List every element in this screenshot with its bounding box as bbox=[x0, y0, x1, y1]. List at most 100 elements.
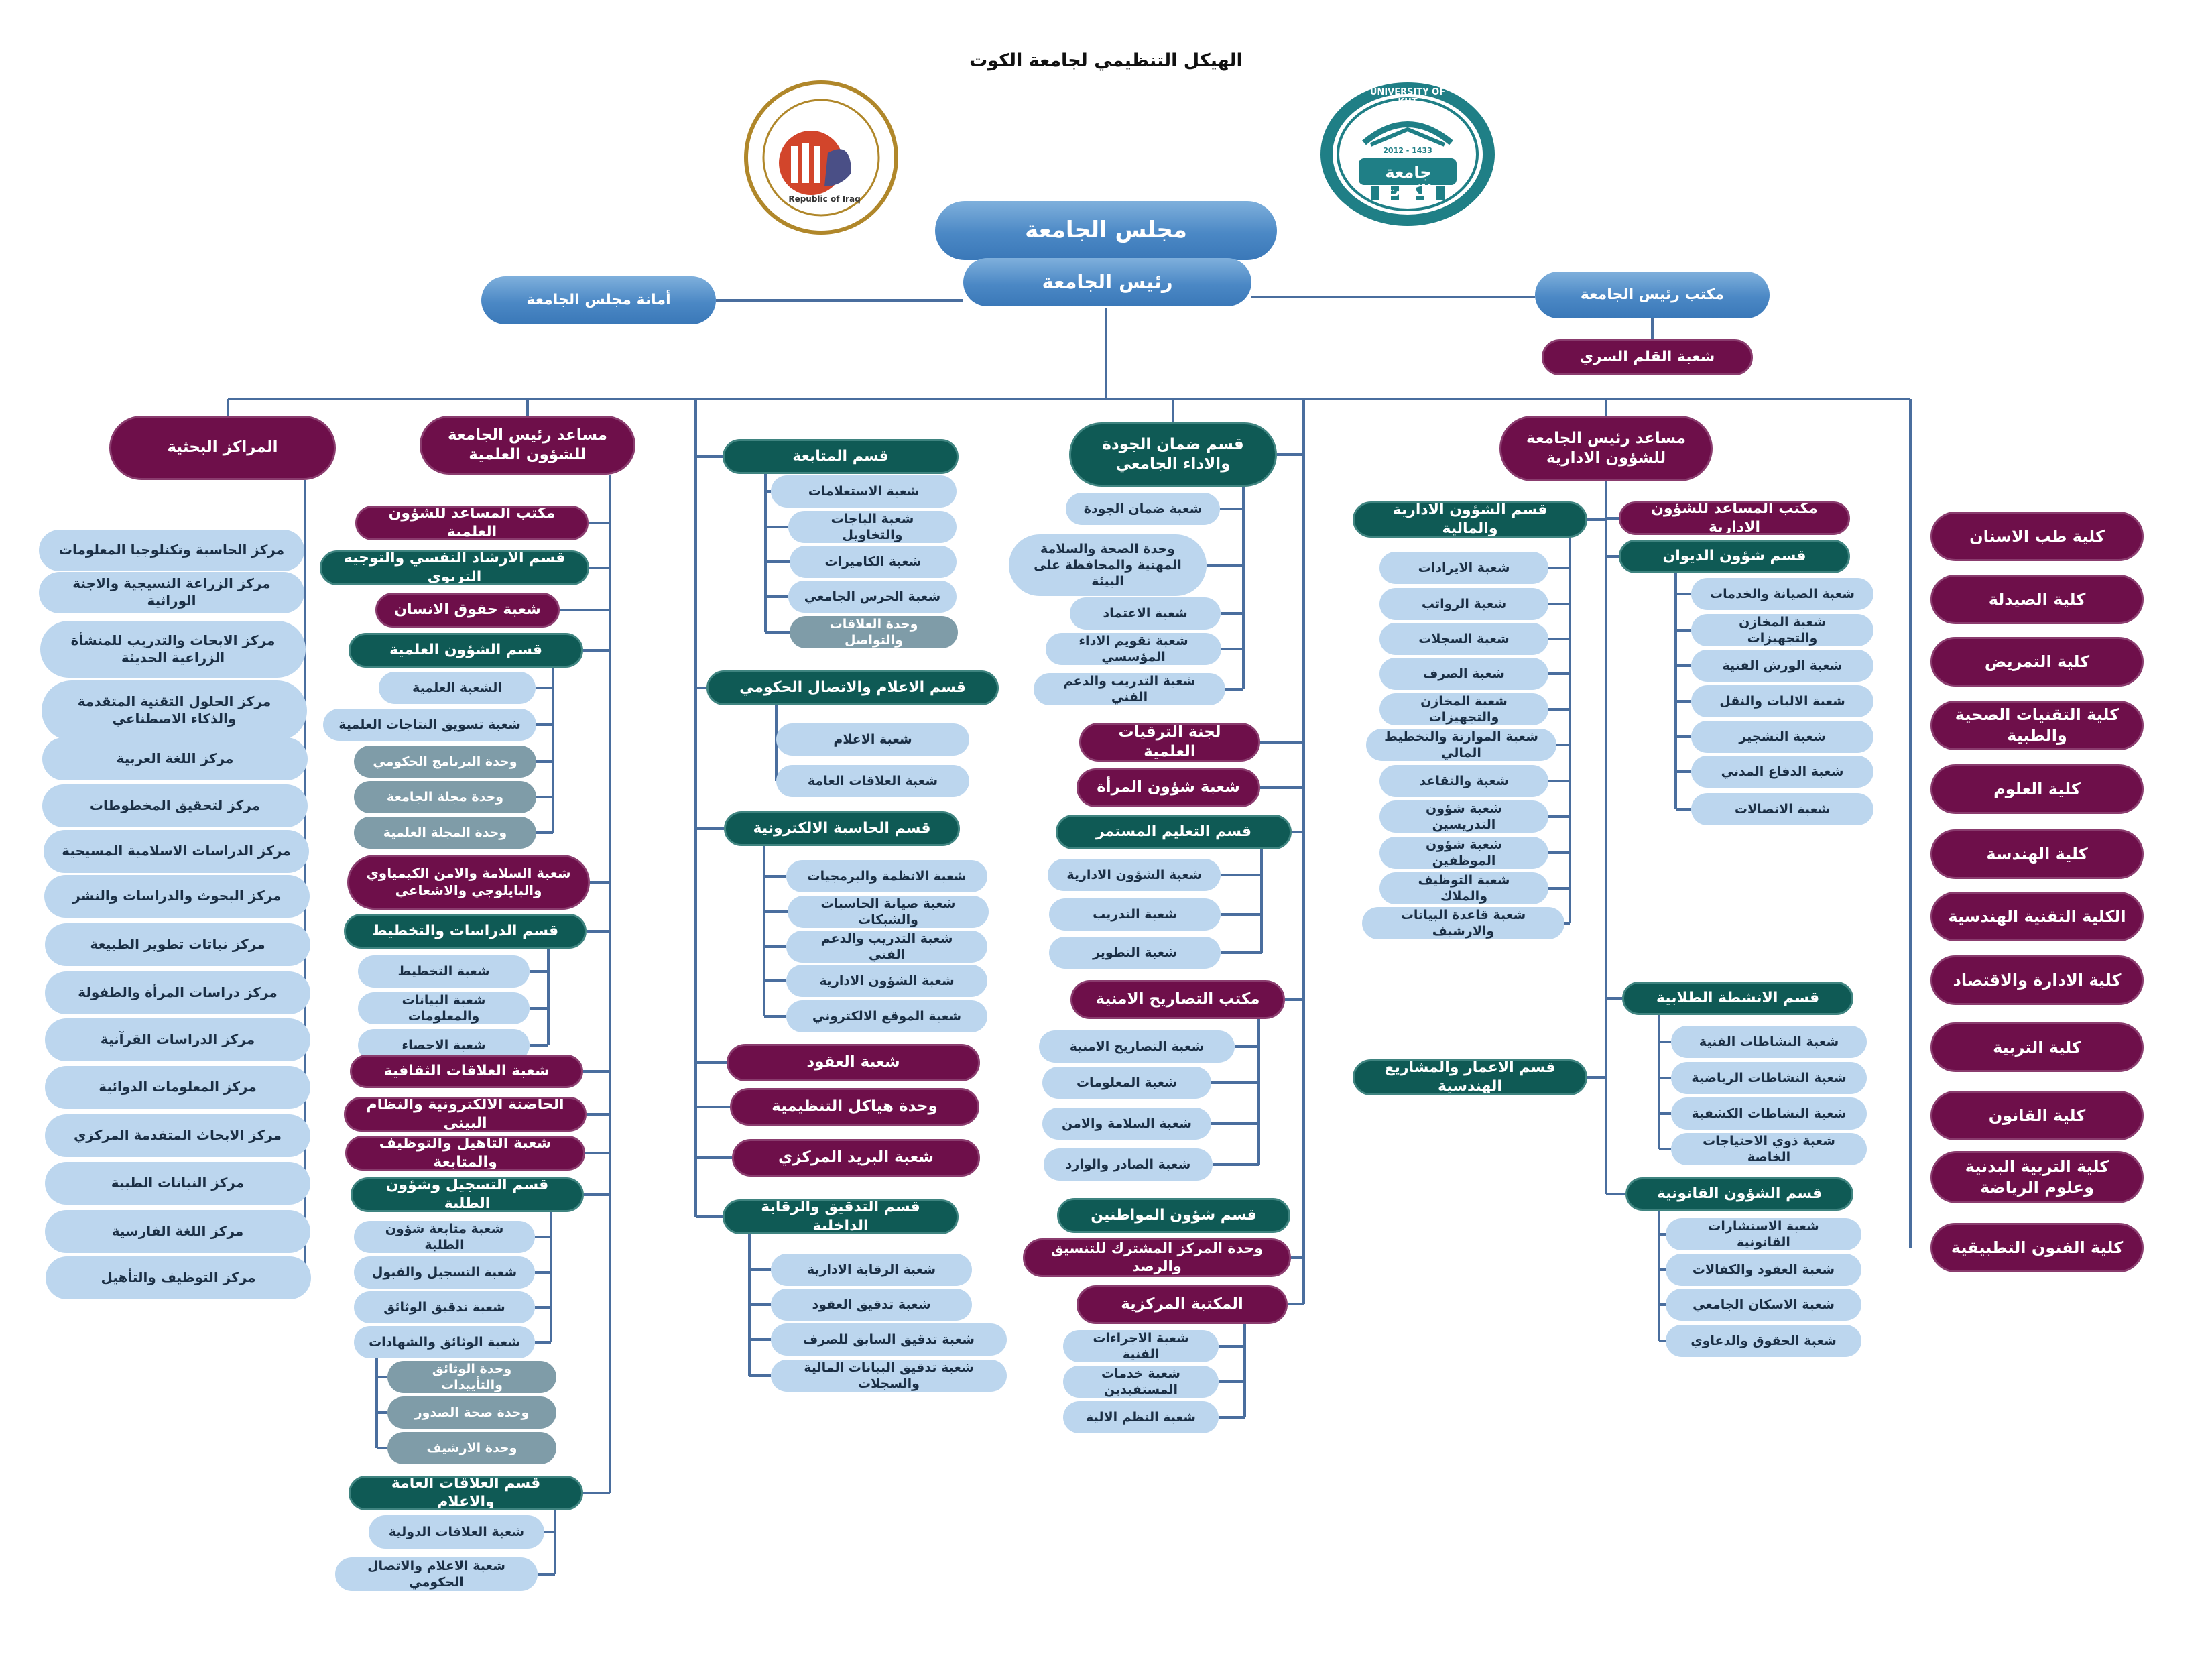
org-node-label: شعبة الحقوق والدعاوي bbox=[1691, 1333, 1837, 1348]
org-node-label: قسم الشؤون العلمية bbox=[389, 641, 543, 658]
org-node-label: شعبة السجلات bbox=[1418, 631, 1510, 646]
org-node-label: وحدة هياكل التنظيمية bbox=[772, 1097, 938, 1116]
org-node-label: المراكز البحثية bbox=[167, 438, 278, 457]
org-node-label: مساعد رئيس الجامعة للشؤون العلمية bbox=[448, 426, 607, 463]
org-node-q1: شعبة ضمان الجودة bbox=[1066, 493, 1220, 525]
org-node-ac1: شعبة النشاطات الفنية bbox=[1671, 1026, 1867, 1058]
org-node-c4: مركز الحلول التقنية المتقدمة والذكاء الا… bbox=[42, 680, 307, 741]
org-node-dw4: شعبة الاليات والنقل bbox=[1691, 685, 1873, 717]
org-node-label: شعبة البريد المركزي bbox=[778, 1148, 934, 1167]
org-node-a-office: مكتب المساعد للشؤون الادارية bbox=[1619, 501, 1850, 535]
org-node-label: شعبة الموقع الالكتروني bbox=[812, 1008, 962, 1024]
org-node-fn8: شعبة شؤون التدريسين bbox=[1379, 800, 1548, 833]
org-node-label: شعبة التوظيف والملاك bbox=[1418, 872, 1510, 904]
org-node-label: مركز الدراسات الاسلامية المسيحية bbox=[62, 843, 291, 859]
org-node-lg3: شعبة الاسكان الجامعي bbox=[1666, 1289, 1861, 1321]
org-node-ce2: شعبة التدريب bbox=[1049, 898, 1221, 931]
org-node-eng: قسم الاعمار والمشاريع الهندسية bbox=[1353, 1059, 1587, 1095]
org-node-label: كلية التربية bbox=[1993, 1037, 2081, 1057]
org-node-fn5: شعبة المخازن والتجهيزات bbox=[1379, 693, 1548, 725]
org-node-fin: قسم الشؤون الادارية والمالية bbox=[1353, 501, 1587, 538]
org-node-label: كلية الفنون التطبيقية bbox=[1951, 1238, 2124, 1257]
org-node-c16: مركز التوظيف والتأهيل bbox=[46, 1256, 311, 1299]
org-node-label: شعبة التخطيط bbox=[397, 963, 490, 979]
org-node-label: شعبة البيانات والمعلومات bbox=[402, 992, 486, 1024]
org-node-label: شعبة متابعة شؤون الطلبة bbox=[385, 1221, 504, 1252]
org-node-q2: وحدة الصحة والسلامة المهنية والمحافظة عل… bbox=[1009, 534, 1207, 596]
org-node-label: قسم الشؤون الادارية والمالية bbox=[1392, 501, 1548, 537]
org-node-col5: كلية العلوم bbox=[1930, 764, 2144, 814]
org-node-label: مركز لتحقيق المخطوطات bbox=[89, 797, 261, 814]
org-node-s-reg4c: وحدة الارشيف bbox=[387, 1432, 556, 1464]
org-node-promo: لجنة الترقيات العلمية bbox=[1079, 723, 1260, 762]
org-node-label: شعبة العقود والكفالات bbox=[1692, 1262, 1835, 1277]
org-node-fn7: شعبة والتقاعد bbox=[1379, 765, 1548, 797]
org-node-s-reg4b: وحدة صحة الصدور bbox=[387, 1396, 556, 1429]
org-node-label: شعبة الموازنة والتخطيط المالي bbox=[1384, 729, 1538, 760]
ministry-seal-sub: Republic of Iraq bbox=[788, 194, 861, 204]
org-node-col9: كلية التربية bbox=[1930, 1022, 2144, 1072]
org-node-label: شعبة الدفاع المدني bbox=[1721, 764, 1844, 779]
org-node-label: شعبة المخازن والتجهيزات bbox=[1739, 614, 1826, 646]
org-node-label: رئيس الجامعة bbox=[1042, 270, 1173, 294]
org-node-col12: كلية الفنون التطبيقية bbox=[1930, 1223, 2144, 1272]
org-node-label: مركز البحوث والدراسات والنشر bbox=[72, 888, 282, 904]
org-node-fn10: شعبة التوظيف والملاك bbox=[1379, 872, 1548, 904]
org-node-label: وحدة العلاقات والتواصل bbox=[829, 616, 918, 648]
org-node-label: كلية التمريض bbox=[1984, 652, 2090, 671]
org-node-label: شعبة حقوق الانسان bbox=[394, 601, 541, 618]
org-node-label: شعبة الصادر والوارد bbox=[1065, 1156, 1191, 1172]
org-node-f5: وحدة العلاقات والتواصل bbox=[790, 616, 958, 648]
org-node-au2: شعبة تدقيق العقود bbox=[771, 1289, 972, 1321]
org-node-label: وحدة المركز المشترك للتنسيق والرصد bbox=[1050, 1240, 1264, 1274]
org-node-label: شعبة تدقيق العقود bbox=[812, 1297, 931, 1312]
org-node-s-sci3: وحدة البرنامج الحكومي bbox=[354, 746, 536, 778]
org-node-c7: مركز الدراسات الاسلامية المسيحية bbox=[44, 830, 309, 873]
org-node-label: مركز التوظيف والتأهيل bbox=[101, 1269, 256, 1286]
org-node-label: شعبة التطوير bbox=[1092, 945, 1178, 960]
org-node-s-sci4: وحدة مجلة الجامعة bbox=[354, 781, 536, 813]
org-node-label: مركز الدراسات القرآنية bbox=[100, 1031, 255, 1048]
org-node-s-guidance: قسم الارشاد النفسي والتوجيه التربوي bbox=[320, 550, 589, 585]
org-node-label: شعبة والتقاعد bbox=[1419, 773, 1509, 788]
org-node-comp: قسم الحاسبة الالكترونية bbox=[724, 811, 960, 846]
org-node-secret-pen: شعبة القلم السري bbox=[1542, 339, 1753, 375]
org-node-label: شعبة العلاقات الثقافية bbox=[383, 1062, 550, 1079]
org-node-label: قسم العلاقات العامة والاعلام bbox=[391, 1476, 541, 1510]
org-node-ac4: شعبة ذوي الاحتياجات الخاصة bbox=[1671, 1133, 1867, 1165]
org-node-s-pr1: شعبة العلاقات الدولية bbox=[369, 1515, 544, 1549]
org-node-citizens: قسم شؤون المواطنين bbox=[1057, 1198, 1290, 1233]
org-node-lb2: شعبة خدمات المستفيدين bbox=[1063, 1366, 1219, 1398]
org-node-s-sci5: وحدة المجلة العلمية bbox=[354, 817, 536, 849]
org-node-label: شعبة الاليات والنقل bbox=[1719, 693, 1845, 709]
org-node-label: شعبة العلاقات الدولية bbox=[388, 1524, 525, 1539]
org-node-label: الحاضنة الالكترونية والنظام البيني bbox=[366, 1097, 564, 1132]
org-node-label: شعبة الاجراءات الفنية bbox=[1093, 1330, 1189, 1362]
org-node-c5: مركز اللغة العربية bbox=[42, 737, 308, 780]
org-node-col2: كلية الصيدلة bbox=[1930, 575, 2144, 624]
org-node-legal: قسم الشؤون القانونية bbox=[1625, 1177, 1853, 1211]
org-node-label: مجلس الجامعة bbox=[1025, 217, 1187, 244]
org-node-label: شعبة السلامة والامن bbox=[1062, 1116, 1192, 1131]
org-node-label: قسم شؤون الديوان bbox=[1662, 547, 1806, 564]
org-node-ce3: شعبة التطوير bbox=[1049, 937, 1221, 969]
org-node-president: رئيس الجامعة bbox=[963, 258, 1251, 306]
org-node-fn11: شعبة قاعدة البيانات والارشيف bbox=[1362, 907, 1564, 939]
chart-title: الهيكل التنظيمي لجامعة الكوت bbox=[969, 50, 1243, 71]
org-node-s-scidept: قسم الشؤون العلمية bbox=[349, 633, 583, 668]
org-node-label: وحدة الصحة والسلامة المهنية والمحافظة عل… bbox=[1034, 541, 1182, 589]
org-node-label: مركز النباتات الطبية bbox=[111, 1175, 245, 1191]
org-node-label: شعبة الحرس الجامعي bbox=[804, 589, 941, 604]
org-node-sp1: شعبة التصاريح الامنية bbox=[1039, 1030, 1235, 1063]
org-node-label: لجنة الترقيات العلمية bbox=[1118, 723, 1221, 760]
org-node-label: وحدة الارشيف bbox=[426, 1440, 517, 1455]
org-node-label: شعبة تدقيق السابق للصرف bbox=[803, 1331, 975, 1347]
org-node-label: شعبة صيانة الحاسبات والشبكات bbox=[820, 896, 956, 927]
university-of-kut-seal bbox=[1320, 82, 1495, 226]
org-node-label: كلية الهندسة bbox=[1986, 844, 2088, 864]
org-node-dw6: شعبة الدفاع المدني bbox=[1691, 756, 1873, 788]
university-seal-years: 2012 - 1433 bbox=[1383, 146, 1432, 155]
org-node-label: شعبة الاتصالات bbox=[1734, 801, 1831, 817]
org-node-c10: مركز دراسات المرأة والطفولة bbox=[45, 971, 310, 1014]
org-node-fn9: شعبة شؤون الموظفين bbox=[1379, 837, 1548, 869]
